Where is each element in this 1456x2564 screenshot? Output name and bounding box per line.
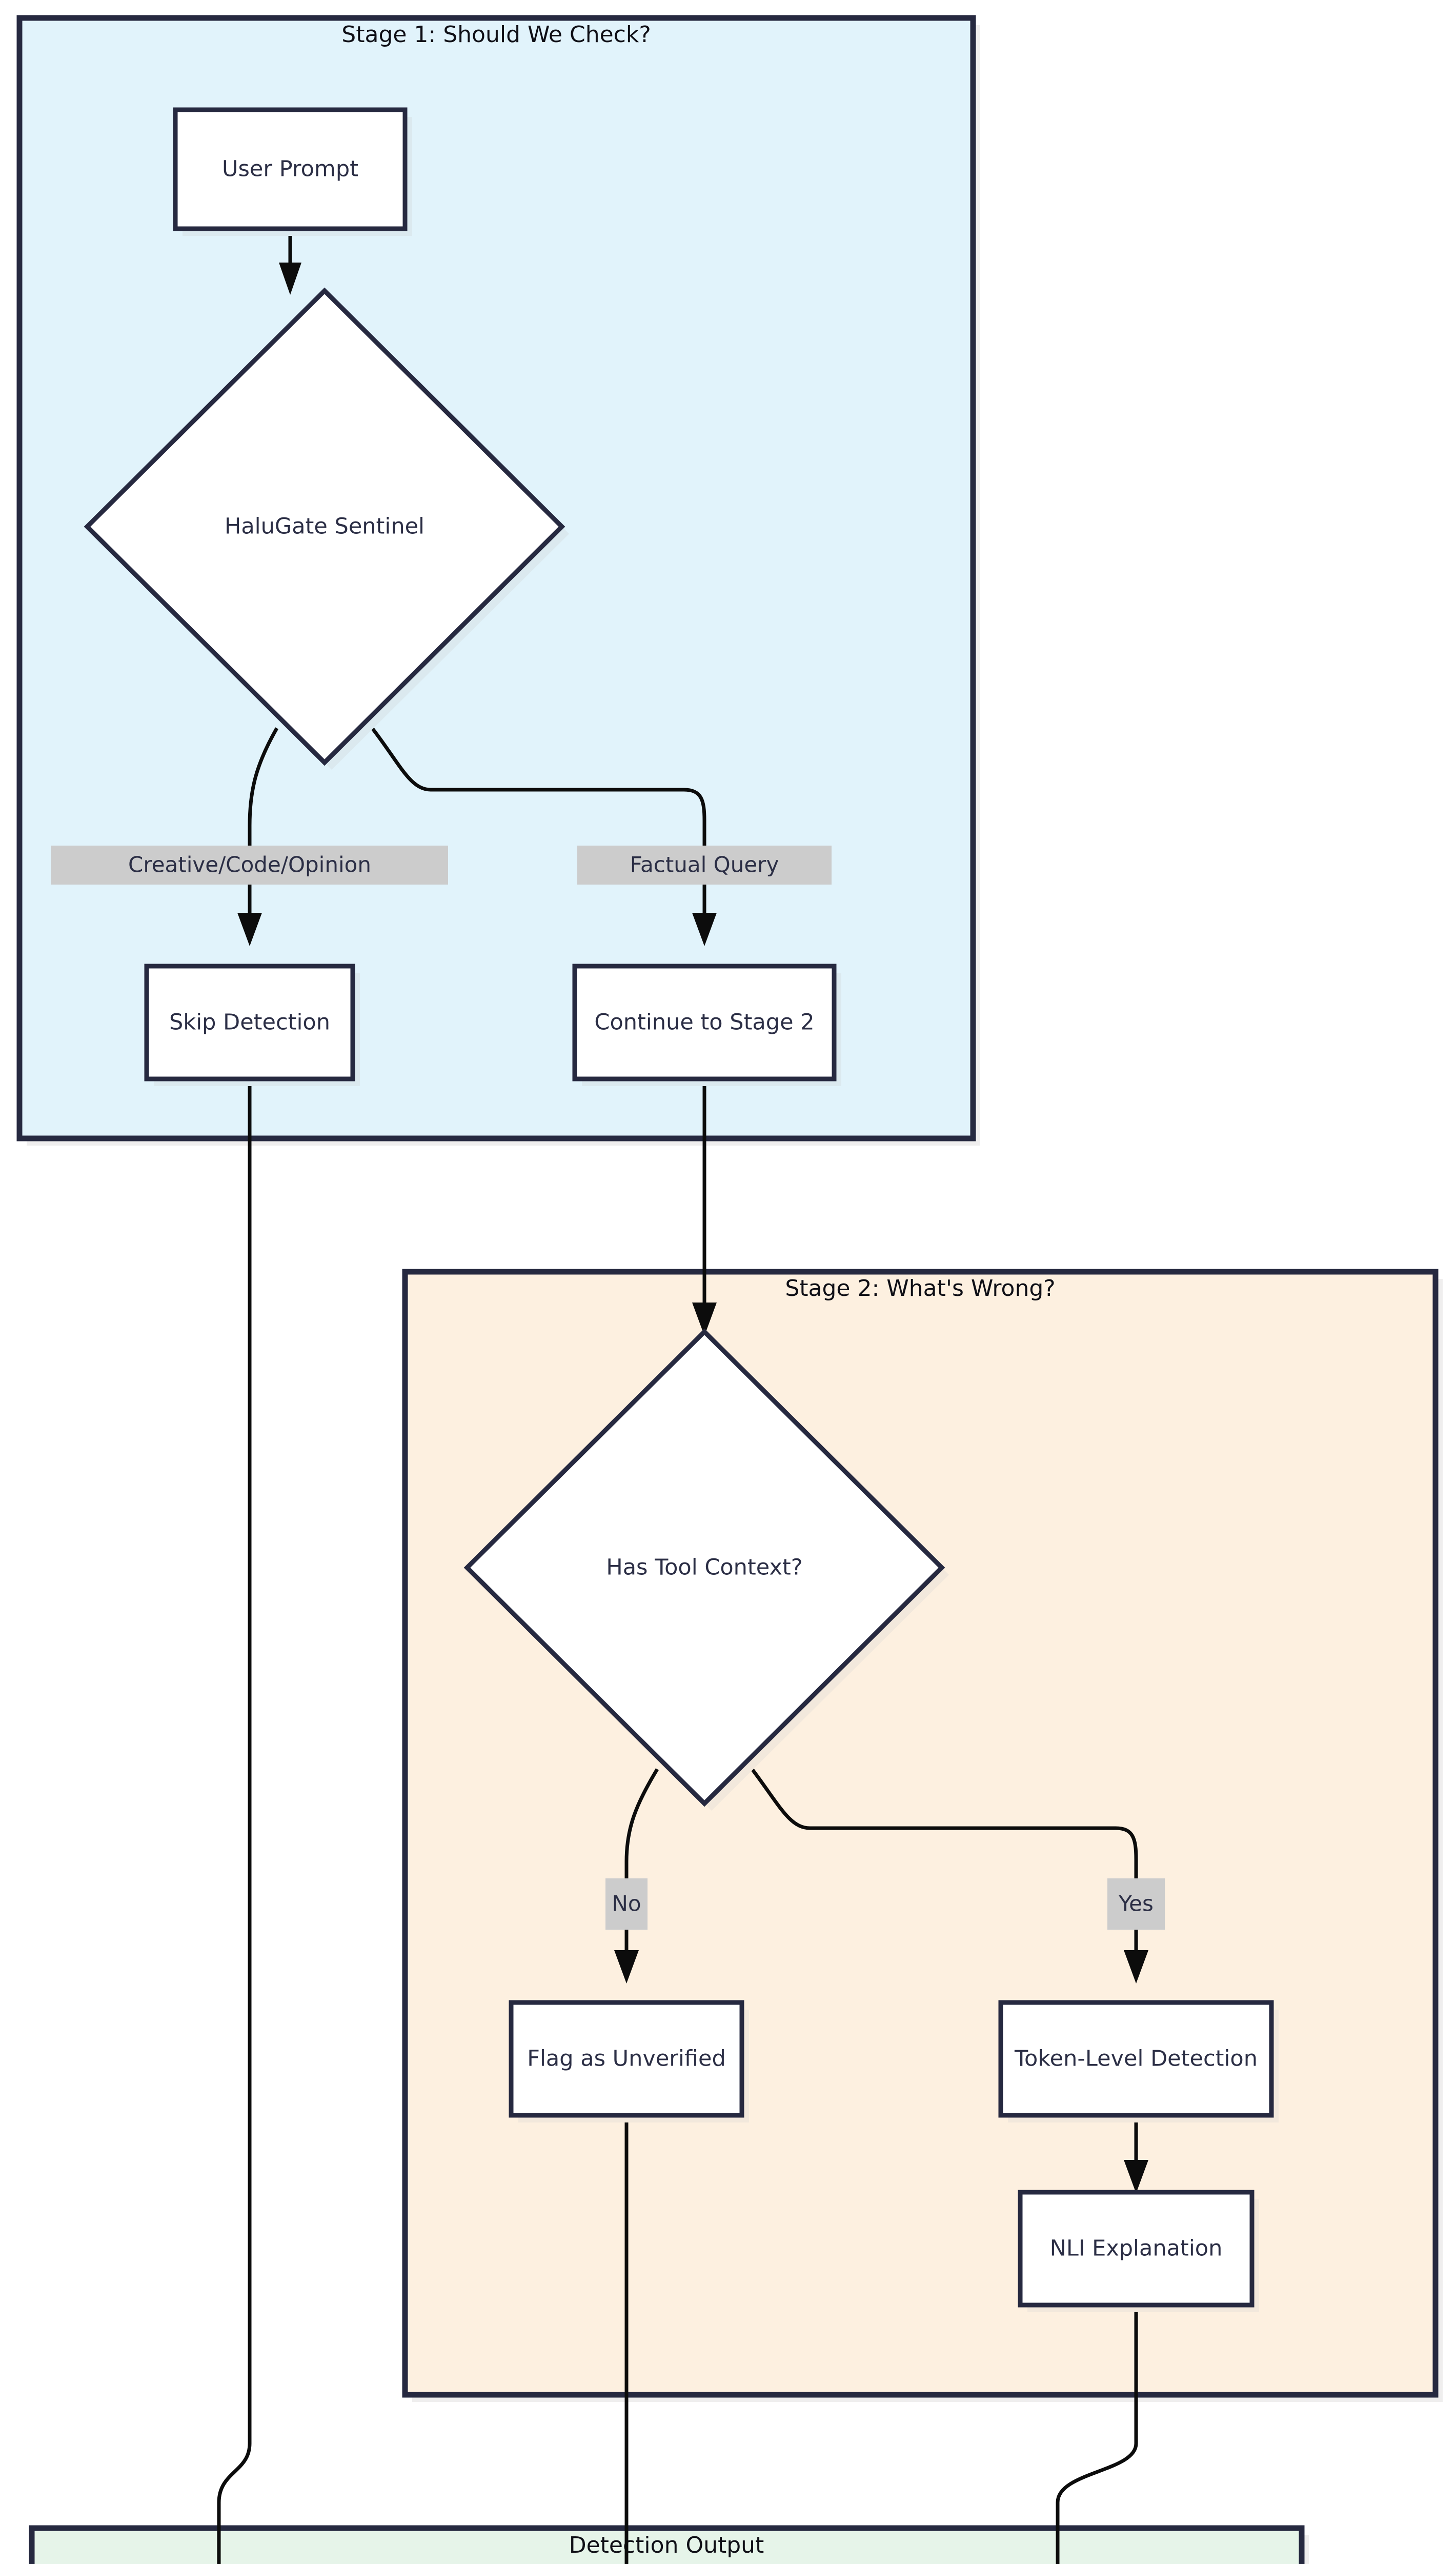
- edge-label-creative-code-opinion: Creative/Code/Opinion: [51, 846, 448, 885]
- edge-halugate-to-skip: [248, 727, 279, 918]
- node-has-tool-context[interactable]: Has Tool Context?: [463, 1328, 949, 1811]
- node-halugate-sentinel-box: [84, 287, 565, 766]
- cluster-detection-output-label: Detection Output: [569, 2532, 764, 2558]
- cluster-stage-2-label: Stage 2: What's Wrong?: [785, 1275, 1055, 1301]
- edge-nli-to-detailed-report: [1056, 2305, 1138, 2564]
- node-nli-explanation-box: [1018, 2190, 1255, 2308]
- edge-halugate-to-continue: [371, 727, 706, 918]
- edge-tool-context-to-token-level-arrowhead: [1124, 1950, 1148, 1984]
- edge-continue-to-tool-context-arrowhead: [692, 1303, 717, 1336]
- cluster-detection-output: Detection Output: [29, 2525, 1309, 2564]
- node-flag-as-unverified-box: [509, 2000, 744, 2118]
- edge-layer: [217, 229, 1148, 2564]
- cluster-stage-2: Stage 2: What's Wrong?: [402, 1269, 1443, 2402]
- node-flag-as-unverified[interactable]: Flag as Unverified: [509, 2000, 749, 2122]
- node-has-tool-context-label: Has Tool Context?: [606, 1555, 802, 1580]
- edge-label-no-bg: [605, 1878, 648, 1930]
- node-halugate-sentinel-label: HaluGate Sentinel: [225, 514, 424, 539]
- node-user-prompt-label: User Prompt: [222, 156, 358, 182]
- node-continue-to-stage-2[interactable]: Continue to Stage 2: [572, 964, 841, 1086]
- node-nli-explanation-label: NLI Explanation: [1050, 2236, 1223, 2261]
- node-has-tool-context-box: [463, 1328, 945, 1807]
- cluster-stage-2-body: [402, 1269, 1439, 2398]
- cluster-stage-1-label: Stage 1: Should We Check?: [341, 22, 651, 48]
- node-skip-detection-box: [144, 964, 355, 1081]
- edge-label-yes-bg: [1107, 1878, 1165, 1930]
- edge-tool-context-to-flag: [624, 1768, 659, 1956]
- node-nli-explanation[interactable]: NLI Explanation: [1018, 2190, 1259, 2312]
- edge-tool-context-to-flag-arrowhead: [614, 1950, 639, 1984]
- node-user-prompt-box: [173, 107, 408, 231]
- edge-label-factual-query: Factual Query: [577, 846, 832, 885]
- node-token-level-detection[interactable]: Token-Level Detection: [998, 2000, 1279, 2122]
- node-token-level-detection-label: Token-Level Detection: [1014, 2046, 1258, 2072]
- edge-label-creative-code-opinion-text: Creative/Code/Opinion: [128, 852, 371, 877]
- edge-label-no: No: [605, 1878, 648, 1930]
- edge-label-no-text: No: [612, 1891, 641, 1916]
- edge-token-level-to-nli-arrowhead: [1124, 2160, 1148, 2193]
- edge-label-layer: Creative/Code/Opinion Factual Query No Y…: [51, 846, 1165, 1930]
- edge-label-factual-query-text: Factual Query: [630, 852, 779, 877]
- node-token-level-detection-box: [998, 2000, 1274, 2118]
- edge-user-prompt-to-halugate-arrowhead: [279, 263, 301, 295]
- edge-label-factual-query-bg: [577, 846, 832, 885]
- node-skip-detection[interactable]: Skip Detection: [144, 964, 360, 1086]
- edge-halugate-to-continue-arrowhead: [692, 913, 717, 946]
- node-skip-detection-label: Skip Detection: [169, 1010, 330, 1035]
- edge-skip-to-pass-through: [217, 1079, 252, 2564]
- node-flag-as-unverified-label: Flag as Unverified: [527, 2046, 726, 2072]
- node-halugate-sentinel[interactable]: HaluGate Sentinel: [84, 287, 569, 770]
- edge-label-creative-code-opinion-bg: [51, 846, 448, 885]
- edge-halugate-to-skip-arrowhead: [237, 913, 262, 946]
- node-user-prompt[interactable]: User Prompt: [173, 107, 412, 236]
- node-continue-to-stage-2-box: [572, 964, 837, 1081]
- node-layer: User Prompt HaluGate Sentinel Skip Detec…: [84, 107, 1279, 2312]
- edge-tool-context-to-token-level: [751, 1768, 1138, 1956]
- edge-label-yes-text: Yes: [1118, 1891, 1154, 1916]
- edge-label-yes: Yes: [1107, 1878, 1165, 1930]
- node-continue-to-stage-2-label: Continue to Stage 2: [594, 1010, 814, 1035]
- cluster-detection-output-body: [29, 2525, 1305, 2564]
